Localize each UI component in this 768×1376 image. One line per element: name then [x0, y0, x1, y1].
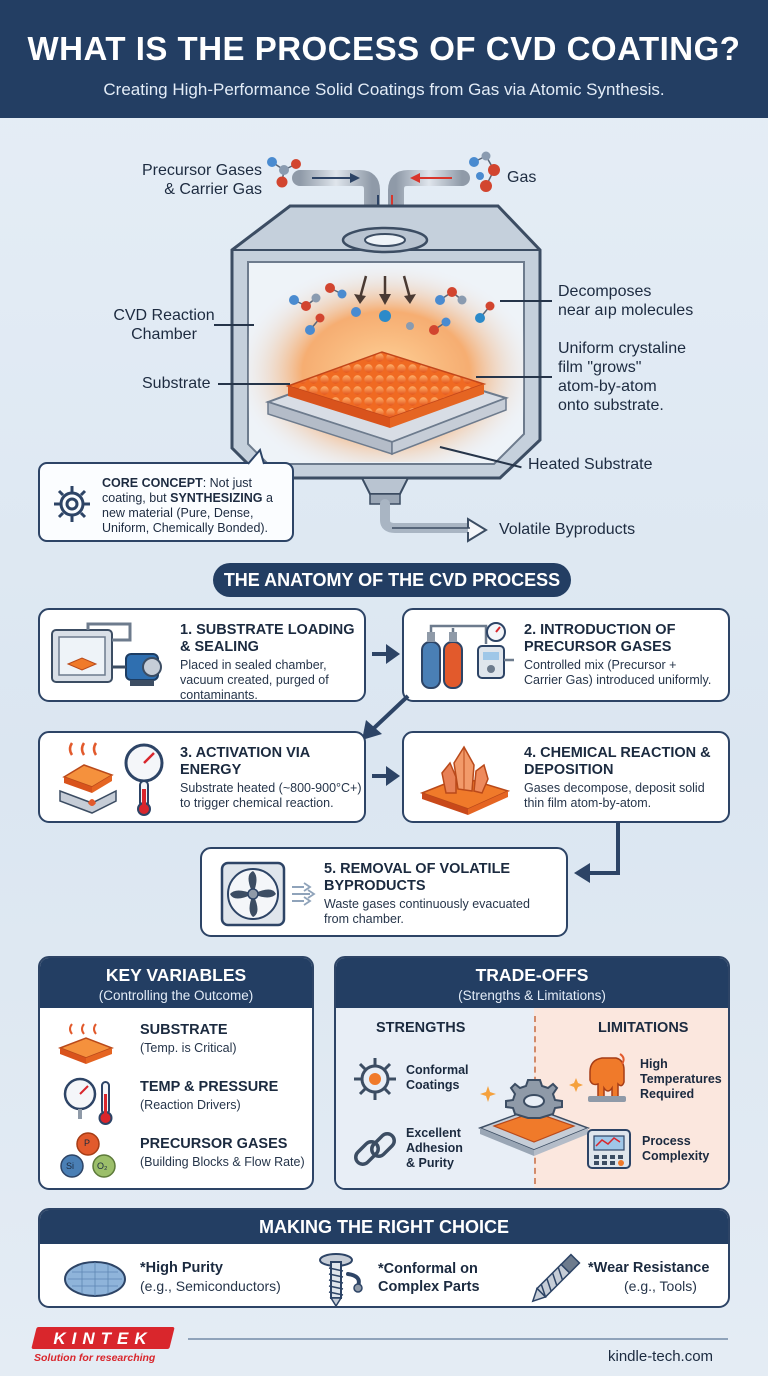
flow-arrow [372, 652, 392, 656]
gauge-thermometer-icon [63, 1077, 113, 1125]
brand-tagline: Solution for researching [34, 1352, 156, 1364]
choice-1-title: *High Purity [140, 1260, 223, 1276]
wafer-icon [64, 1261, 126, 1297]
choice-1-subtitle: (e.g., Semiconductors) [140, 1278, 281, 1294]
label-substrate: Substrate [142, 375, 211, 392]
molecule-label-si: Si [66, 1161, 75, 1171]
page-title: WHAT IS THE PROCESS OF CVD COATING? [27, 30, 741, 67]
limitation-2: Process Complexity [642, 1134, 710, 1163]
kv-1-title: SUBSTRATE [140, 1022, 228, 1038]
label-film-growth: Uniform crystaline film "grows" atom-by-… [558, 340, 687, 414]
arrow-right-icon [386, 644, 400, 664]
precursor-molecules-icon [60, 1132, 116, 1178]
key-variables-title: KEY VARIABLES [105, 965, 247, 985]
tradeoffs-header: TRADE-OFFS (Strengths & Limitations) [336, 958, 728, 1008]
tradeoffs-title: TRADE-OFFS [475, 965, 589, 985]
step-4-title: 4. CHEMICAL REACTION & DEPOSITION [524, 745, 711, 778]
heater-gauge-icon [59, 742, 164, 816]
tradeoffs-subtitle: (Strengths & Limitations) [458, 988, 606, 1003]
drill-bit-icon [531, 1253, 581, 1303]
kv-3-title: PRECURSOR GASES [140, 1136, 288, 1152]
step-2-title: 2. INTRODUCTION OF PRECURSOR GASES [524, 622, 676, 655]
melting-heat-icon [588, 1053, 626, 1102]
flow-arrow [616, 823, 620, 875]
label-heated-substrate: Heated Substrate [528, 456, 653, 473]
key-variables-panel: KEY VARIABLES (Controlling the Outcome) … [38, 956, 314, 1190]
limitation-1: High Temperatures Required [640, 1057, 722, 1101]
pointer-line [500, 300, 552, 302]
tradeoffs-panel: TRADE-OFFS (Strengths & Limitations) STR… [334, 956, 730, 1190]
vacuum-chamber-icon [51, 622, 162, 686]
step-1-title: 1. SUBSTRATE LOADING & SEALING [180, 622, 355, 655]
label-gas: Gas [507, 169, 537, 186]
kv-1-subtitle: (Temp. is Critical) [140, 1041, 237, 1055]
footer-divider [188, 1338, 728, 1340]
step-2-description: Controlled mix (Precursor + Carrier Gas)… [524, 658, 712, 687]
step-card-2: 2. INTRODUCTION OF PRECURSOR GASES Contr… [402, 608, 730, 702]
strength-1: Conformal Coatings [406, 1063, 469, 1092]
kv-2-title: TEMP & PRESSURE [140, 1079, 279, 1095]
step-4-description: Gases decompose, deposit solid thin film… [524, 781, 705, 810]
flow-arrow [588, 871, 620, 875]
core-concept-label: CORE CONCEPT [102, 476, 203, 490]
step-5-title: 5. REMOVAL OF VOLATILE BYPRODUCTS [324, 861, 511, 894]
choice-3-subtitle: (e.g., Tools) [624, 1278, 697, 1294]
limitations-heading: LIMITATIONS [598, 1020, 689, 1036]
label-volatile-byproducts: Volatile Byproducts [499, 521, 636, 538]
key-variables-subtitle: (Controlling the Outcome) [98, 988, 254, 1003]
kv-3-subtitle: (Building Blocks & Flow Rate) [140, 1155, 305, 1169]
step-3-title: 3. ACTIVATION VIA ENERGY [180, 745, 311, 778]
label-precursor-gases: Precursor Gases & Carrier Gas [141, 162, 262, 198]
core-concept-text: CORE CONCEPT: Not just coating, but SYNT… [102, 476, 290, 536]
step-3-description: Substrate heated (~800-900°C+) to trigge… [180, 781, 362, 810]
choice-3-title: *Wear Resistance [588, 1260, 710, 1276]
molecule-label-p: P [84, 1138, 91, 1148]
step-1-description: Placed in sealed chamber, vacuum created… [180, 658, 329, 702]
exhaust-fan-icon [220, 861, 316, 927]
step-card-3: 3. ACTIVATION VIA ENERGY Substrate heate… [38, 731, 366, 823]
molecule-label-o2: O₂ [97, 1161, 108, 1171]
gas-cylinders-icon [421, 622, 514, 689]
page-subtitle: Creating High-Performance Solid Coatings… [103, 80, 665, 99]
speech-tail [247, 448, 265, 465]
coated-gear-icon [477, 1078, 591, 1156]
arrow-left-icon [574, 863, 590, 883]
pointer-line [476, 376, 552, 378]
chain-link-icon [354, 1132, 396, 1166]
fastener-screw-icon [319, 1253, 363, 1306]
step-5-description: Waste gases continuously evacuated from … [324, 897, 530, 926]
gear-icon [54, 486, 90, 522]
footer-url[interactable]: kindle-tech.com [608, 1348, 714, 1365]
core-concept-emphasis: SYNTHESIZING [170, 491, 263, 505]
kv-2-subtitle: (Reaction Drivers) [140, 1098, 241, 1112]
step-card-5: 5. REMOVAL OF VOLATILE BYPRODUCTS Waste … [200, 847, 568, 937]
right-choice-panel: MAKING THE RIGHT CHOICE *High Purity (e.… [38, 1208, 730, 1308]
core-concept-part1: : Not just coating, but [102, 476, 253, 505]
control-panel-icon [587, 1129, 631, 1169]
brand-logo: KINTEK [53, 1329, 153, 1348]
strengths-column [336, 1008, 534, 1188]
heated-substrate-icon [58, 1023, 114, 1064]
gear-coating-icon [354, 1058, 396, 1100]
step-card-1: 1. SUBSTRATE LOADING & SEALING Placed in… [38, 608, 366, 702]
anatomy-heading: THE ANATOMY OF THE CVD PROCESS [213, 563, 571, 597]
crystal-deposition-icon [419, 745, 511, 815]
strengths-heading: STRENGTHS [376, 1020, 466, 1036]
label-decomposes: Decomposes near aıp molecules [558, 283, 694, 319]
pointer-line [214, 324, 254, 326]
label-chamber: CVD Reaction Chamber [113, 307, 215, 343]
core-concept-part2: a new material (Pure, Dense, Uniform, Ch… [102, 491, 273, 535]
arrow-down-left-icon [362, 694, 410, 740]
arrow-right-icon [386, 766, 400, 786]
choice-2-title: *Conformal on Complex Parts [378, 1261, 480, 1295]
right-choice-title: MAKING THE RIGHT CHOICE [40, 1210, 728, 1244]
strength-2: Excellent Adhesion & Purity [406, 1126, 463, 1170]
pointer-line [218, 383, 290, 385]
cvd-chamber-diagram [230, 151, 542, 543]
header-banner: WHAT IS THE PROCESS OF CVD COATING? Crea… [0, 0, 768, 118]
flow-arrow [372, 774, 392, 778]
step-card-4: 4. CHEMICAL REACTION & DEPOSITION Gases … [402, 731, 730, 823]
core-concept-box: CORE CONCEPT: Not just coating, but SYNT… [38, 462, 294, 542]
key-variables-header: KEY VARIABLES (Controlling the Outcome) [40, 958, 312, 1008]
